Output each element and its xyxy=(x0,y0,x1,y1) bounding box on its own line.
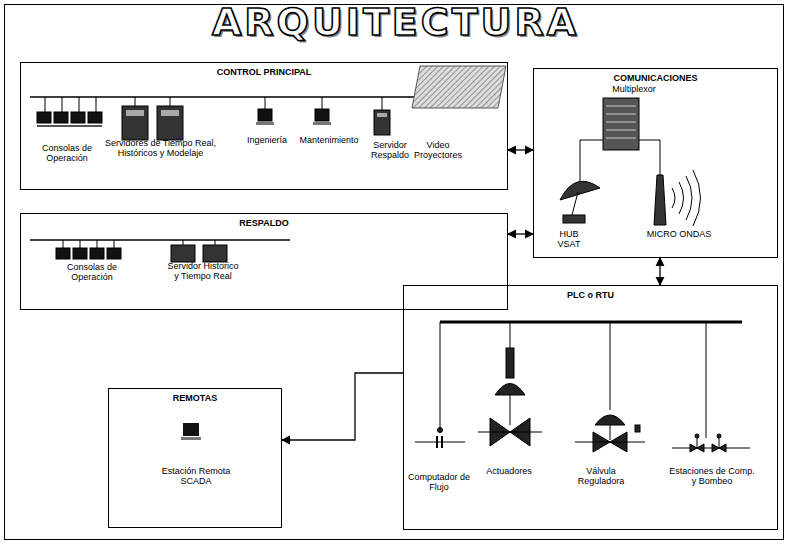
field-devices xyxy=(415,322,750,452)
section-heading: REMOTAS xyxy=(109,393,281,403)
link-arrow xyxy=(282,373,403,440)
section-box: CONTROL PRINCIPALConsolas de OperaciónSe… xyxy=(20,62,508,190)
device-label: HUB VSAT xyxy=(549,229,589,249)
section-heading: RESPALDO xyxy=(21,218,507,228)
control-network xyxy=(30,97,420,140)
device-label: MICRO ONDAS xyxy=(634,229,724,239)
section-box: REMOTAS Estación Remota SCADA xyxy=(108,388,282,528)
device-label: Consolas de Operación xyxy=(54,262,130,282)
device-label: Servidores de Tiempo Real, Históricos y … xyxy=(103,138,218,158)
device-label: Mantenimiento xyxy=(294,135,364,145)
device-label: Ingeniería xyxy=(241,135,293,145)
section-box: PLC o RTU Computador de Flujo Actuadores Vá… xyxy=(403,285,778,530)
section-box: RESPALDO Consolas de Operación Servidor Hi… xyxy=(20,213,508,310)
link-arrow xyxy=(508,149,533,150)
device-label: Video Proyectores xyxy=(406,140,470,160)
video-screen xyxy=(412,66,506,108)
backup-network xyxy=(30,240,290,262)
link-arrow xyxy=(508,233,533,234)
device-label: Consolas de Operación xyxy=(27,143,107,163)
outer-frame xyxy=(4,4,784,540)
device-label: Estación Remota SCADA xyxy=(156,466,236,486)
remote-station xyxy=(181,423,201,440)
device-label: Computador de Flujo xyxy=(406,472,472,492)
device-label: Estaciones de Comp. y Bombeo xyxy=(666,466,758,486)
section-heading: CONTROL PRINCIPAL xyxy=(21,67,507,77)
device-label: Multiplexor xyxy=(594,84,674,94)
device-label: Servidor Respaldo xyxy=(364,140,416,160)
section-box: COMUNICACIONESMultiplexorHUB VSAT MICRO O… xyxy=(533,68,778,258)
device-label: Servidor Historico y Tiempo Real xyxy=(166,261,240,281)
device-label: Válvula Reguladora xyxy=(564,466,638,486)
section-heading: PLC o RTU xyxy=(404,290,777,300)
device-label: Actuadores xyxy=(476,466,542,476)
comms-equipment xyxy=(560,98,701,226)
section-heading: COMUNICACIONES xyxy=(534,73,777,83)
link-arrow xyxy=(659,258,660,285)
diagram-title: ARQUITECTURA xyxy=(150,0,641,44)
